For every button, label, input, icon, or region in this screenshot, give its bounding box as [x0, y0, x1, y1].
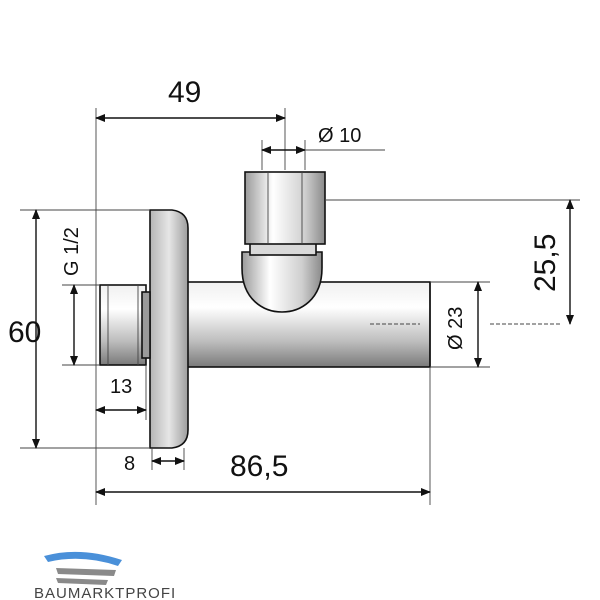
dim-diameter-right: Ø 23	[445, 307, 467, 350]
dim-overall-height: 60	[8, 316, 41, 349]
dim-top-width: 49	[168, 76, 201, 109]
dim-flange-thickness: 8	[124, 453, 135, 475]
logo-text: BAUMARKTPROFI	[34, 585, 176, 600]
dim-thread-length: 13	[110, 376, 132, 398]
logo-bars-icon	[56, 568, 116, 585]
valve-neck	[241, 251, 323, 313]
wall-flange	[149, 209, 189, 449]
baumarktprofi-logo: BAUMARKTPROFI	[34, 551, 176, 600]
dimension-lines	[32, 114, 574, 496]
dim-overall-length: 86,5	[230, 450, 288, 483]
logo-roof-icon	[44, 551, 122, 566]
dim-diameter-top: Ø 10	[318, 125, 361, 147]
hex-knob	[244, 171, 326, 245]
knob-base	[249, 242, 317, 256]
dim-thread: G 1/2	[61, 227, 83, 276]
dim-right-height: 25,5	[529, 234, 562, 292]
valve-part	[99, 171, 560, 449]
thread-nipple	[99, 284, 147, 366]
dimension-labels: 49 Ø 10 25,5 60 G 1/2 Ø 23 13 8 86,5	[8, 76, 562, 483]
